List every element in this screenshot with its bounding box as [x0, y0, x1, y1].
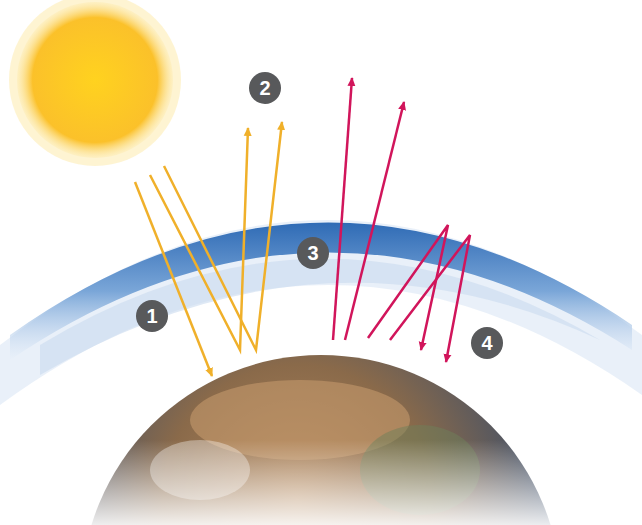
callout-number: 4 — [471, 327, 503, 359]
callout-number: 2 — [249, 72, 281, 104]
callout-number: 3 — [297, 237, 329, 269]
callout-number: 1 — [136, 300, 168, 332]
